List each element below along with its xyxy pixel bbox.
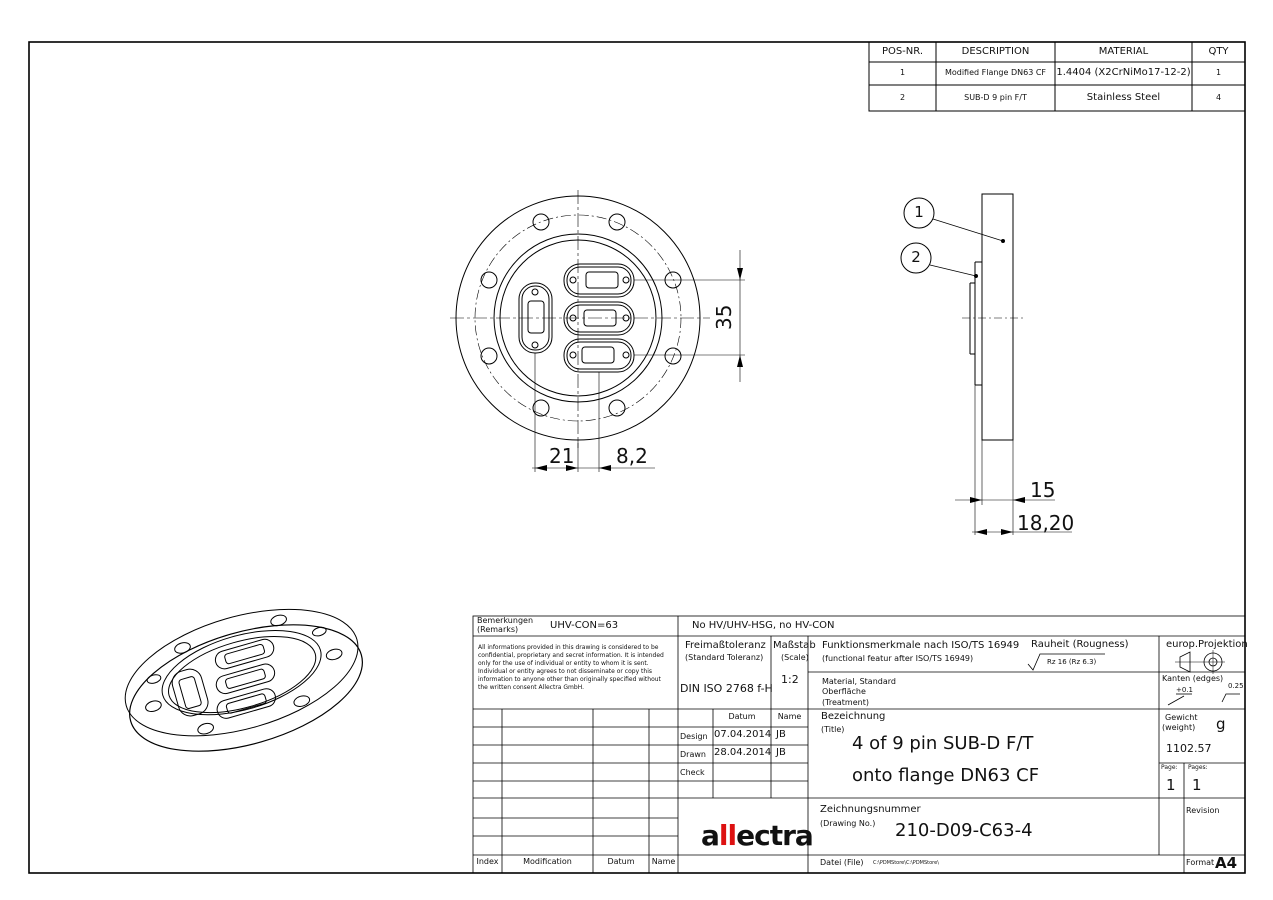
drawing-number: 210-D09-C63-4 (895, 820, 1033, 841)
drawn-name: JB (776, 747, 786, 758)
bom-cell: Modified Flange DN63 CF (944, 68, 1047, 77)
format-label: Format (1186, 858, 1215, 867)
front-view (450, 190, 745, 472)
title-label: Bezeichnung (821, 711, 886, 722)
format-value: A4 (1215, 854, 1238, 872)
drawing-no-label-en: (Drawing No.) (820, 819, 876, 828)
disclaimer-line: information to anyone other than origina… (478, 676, 661, 683)
function-label-en: (functional featur after ISO/TS 16949) (822, 654, 974, 663)
drawn-label: Drawn (680, 750, 706, 759)
bom-cell: 4 (1215, 93, 1222, 102)
dimension-21: 21 (549, 444, 575, 468)
design-label: Design (680, 732, 708, 741)
bom-cell: Stainless Steel (1086, 92, 1161, 103)
tolerance-label-en: (Standard Toleranz) (685, 653, 764, 662)
roughness-label: Rauheit (Rougness) (1031, 639, 1129, 650)
company-logo: allectra (701, 819, 814, 852)
dimension-35: 35 (712, 304, 736, 330)
roughness-value: Rz 16 (Rz 6.3) (1047, 658, 1097, 666)
bom-table-grid (868, 41, 1246, 112)
edge-tolerance-b: 0.25 (1228, 682, 1244, 690)
scale-value: 1:2 (781, 673, 799, 686)
bom-cell: 1.4404 (X2CrNiMo17-12-2) (1056, 67, 1191, 78)
balloon-2: 2 (911, 248, 921, 266)
logo-part-accent: ll (718, 819, 737, 852)
revision-label: Revision (1186, 806, 1220, 815)
drawn-date: 28.04.2014 (714, 747, 772, 758)
bom-cell: 1 (899, 68, 906, 77)
bom-cell: SUB-D 9 pin F/T (964, 93, 1027, 102)
function-label: Funktionsmerkmale nach ISO/TS 16949 (822, 640, 1020, 651)
side-view (900, 193, 1072, 535)
remarks-label: Bemerkungen (477, 616, 534, 625)
disclaimer-line: All informations provided in this drawin… (478, 644, 659, 651)
disclaimer-line: Individual or entity agrees to not disse… (478, 668, 652, 675)
dimension-arrows (535, 268, 1025, 535)
bom-header-qty: QTY (1208, 46, 1229, 57)
weight-unit: g (1216, 715, 1226, 733)
weight-label-en: (weight) (1162, 723, 1196, 732)
rev-header-modification: Modification (523, 857, 572, 866)
treatment-label: (Treatment) (822, 698, 869, 707)
disclaimer-line: confidential, proprietary and secret inf… (478, 652, 664, 659)
rev-header-name: Name (651, 857, 676, 866)
drawing-title-line-2: onto flange DN63 CF (852, 765, 1040, 786)
tolerance-value: DIN ISO 2768 f-H (680, 682, 773, 695)
bolt-holes (480, 213, 682, 417)
scale-label: Maßstab (773, 640, 816, 651)
design-name: JB (776, 729, 786, 740)
title-block-grid (472, 615, 1246, 874)
surface-label: Oberfläche (822, 687, 866, 696)
disclaimer-line: the written consent Allectra GmbH. (478, 684, 585, 691)
sub-d-connectors-front (518, 263, 635, 373)
balloon-1-circle (903, 197, 935, 229)
drawing-no-label: Zeichnungsnummer (820, 804, 921, 815)
logo-part: ectra (736, 819, 814, 852)
isometric-view (124, 608, 363, 752)
dimension-8-2: 8,2 (616, 444, 648, 468)
rev-header-index: Index (476, 857, 499, 866)
disclaimer-line: only for the use of individual or entity… (478, 660, 649, 667)
balloon-1: 1 (914, 203, 924, 221)
weight-label: Gewicht (1165, 713, 1198, 722)
title-label-en: (Title) (821, 725, 845, 734)
remarks-value: UHV-CON=63 (550, 620, 619, 631)
bom-header-material: MATERIAL (1098, 46, 1149, 57)
page-value: 1 (1166, 776, 1176, 794)
datum-header: Datum (728, 712, 756, 721)
bom-cell: 1 (1215, 68, 1222, 77)
material-label: Material, Standard (822, 677, 896, 686)
design-date: 07.04.2014 (714, 729, 772, 740)
scale-label-en: (Scale) (781, 653, 809, 662)
pages-label: Pages: (1188, 764, 1208, 771)
rev-header-datum: Datum (607, 857, 635, 866)
projection-label: europ.Projektion (1166, 639, 1248, 650)
balloon-2-circle (900, 242, 932, 274)
page-label: Page: (1161, 764, 1178, 771)
dimension-15: 15 (1030, 478, 1056, 502)
file-label: Datei (File) (820, 858, 864, 867)
bom-header-pos: POS-NR. (881, 46, 924, 57)
drawing-title-line-1: 4 of 9 pin SUB-D F/T (852, 733, 1034, 754)
dimension-18-20: 18,20 (1017, 511, 1075, 535)
bom-header-description: DESCRIPTION (961, 46, 1030, 57)
name-header: Name (777, 712, 802, 721)
weight-value: 1102.57 (1166, 742, 1212, 755)
bom-cell: 2 (899, 93, 906, 102)
tolerance-label: Freimaßtoleranz (685, 640, 766, 651)
edge-tolerance-a: +0.1 (1176, 686, 1193, 694)
hv-note: No HV/UHV-HSG, no HV-CON (692, 620, 835, 631)
dimension-21-lines (532, 353, 655, 472)
edges-label: Kanten (edges) (1162, 674, 1224, 683)
check-label: Check (680, 768, 705, 777)
file-path: C:\PDMStore\C:\PDMStore\ (873, 860, 939, 866)
pages-value: 1 (1192, 776, 1202, 794)
logo-part: a (701, 819, 720, 852)
remarks-label-en: (Remarks) (477, 625, 519, 634)
